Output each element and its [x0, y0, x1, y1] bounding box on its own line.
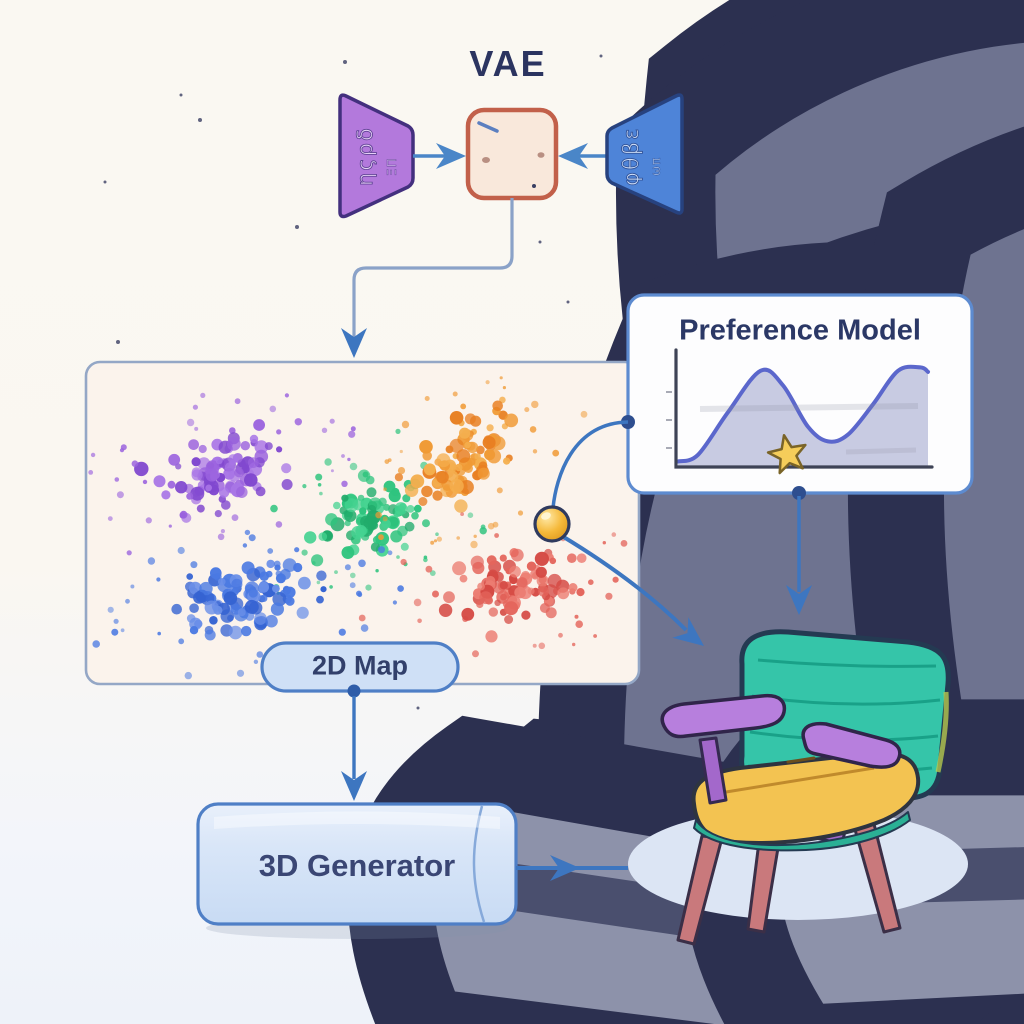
preference-mini-chart — [666, 348, 934, 475]
encoder-garbled-text-2: ΞΠ — [385, 157, 399, 176]
chair-backrest-edge-accent — [935, 691, 949, 773]
latent-doodle-dot-right — [537, 152, 545, 158]
generator-fold-line — [472, 805, 486, 923]
chair-arm-pad-right — [801, 721, 902, 769]
chart-smudge-2 — [845, 447, 917, 455]
latent-to-map-connector — [352, 198, 514, 350]
ball-highlight — [541, 512, 551, 520]
vae-title: VAE — [469, 43, 547, 84]
chart-ticks — [666, 391, 672, 449]
preference-bottom-port-dot — [792, 486, 806, 500]
generated-chair-illustration — [628, 629, 968, 946]
encoder-garbled-text: ηςρδ — [353, 126, 377, 186]
scatter-cluster-red — [358, 512, 628, 679]
chair-underseat-strip — [693, 811, 911, 852]
decoder-garbled-text: φθβε — [619, 127, 643, 186]
generator-box — [196, 802, 518, 926]
latent-doodle-speck — [532, 184, 536, 188]
preference-curve-area — [678, 366, 928, 466]
chair-arm-support-left — [698, 736, 728, 805]
chair-arm-pad-left — [660, 693, 787, 739]
preference-curve-line — [676, 364, 930, 464]
chart-axes — [674, 348, 934, 469]
ball-to-preference-curve — [551, 420, 629, 509]
decoder-trapezoid — [605, 93, 684, 215]
preference-star-marker — [766, 433, 807, 475]
generator-label: 3D Generator — [258, 848, 456, 883]
selected-point-ball — [533, 505, 571, 543]
scatter-cluster-green — [270, 428, 487, 595]
latent-doodle-dash — [477, 121, 499, 133]
scatter-clusters — [88, 376, 628, 680]
latent-doodle-dot-left — [482, 157, 490, 163]
generator-top-highlight — [214, 811, 500, 829]
chair-seat-creases — [725, 756, 875, 794]
preference-model-title: Preference Model — [679, 314, 921, 347]
scatter-cluster-purple — [88, 392, 356, 556]
map-pill-label: 2D Map — [311, 650, 409, 681]
scatter-cluster-blue — [92, 529, 404, 680]
chart-smudge-1 — [699, 403, 919, 412]
decoder-garbled-text-2: ωπ — [649, 157, 663, 176]
scatter-cluster-orange — [375, 376, 588, 549]
ball-to-chair-curve — [560, 534, 688, 632]
pill-port-dot — [347, 684, 361, 698]
encoder-trapezoid — [338, 93, 415, 219]
